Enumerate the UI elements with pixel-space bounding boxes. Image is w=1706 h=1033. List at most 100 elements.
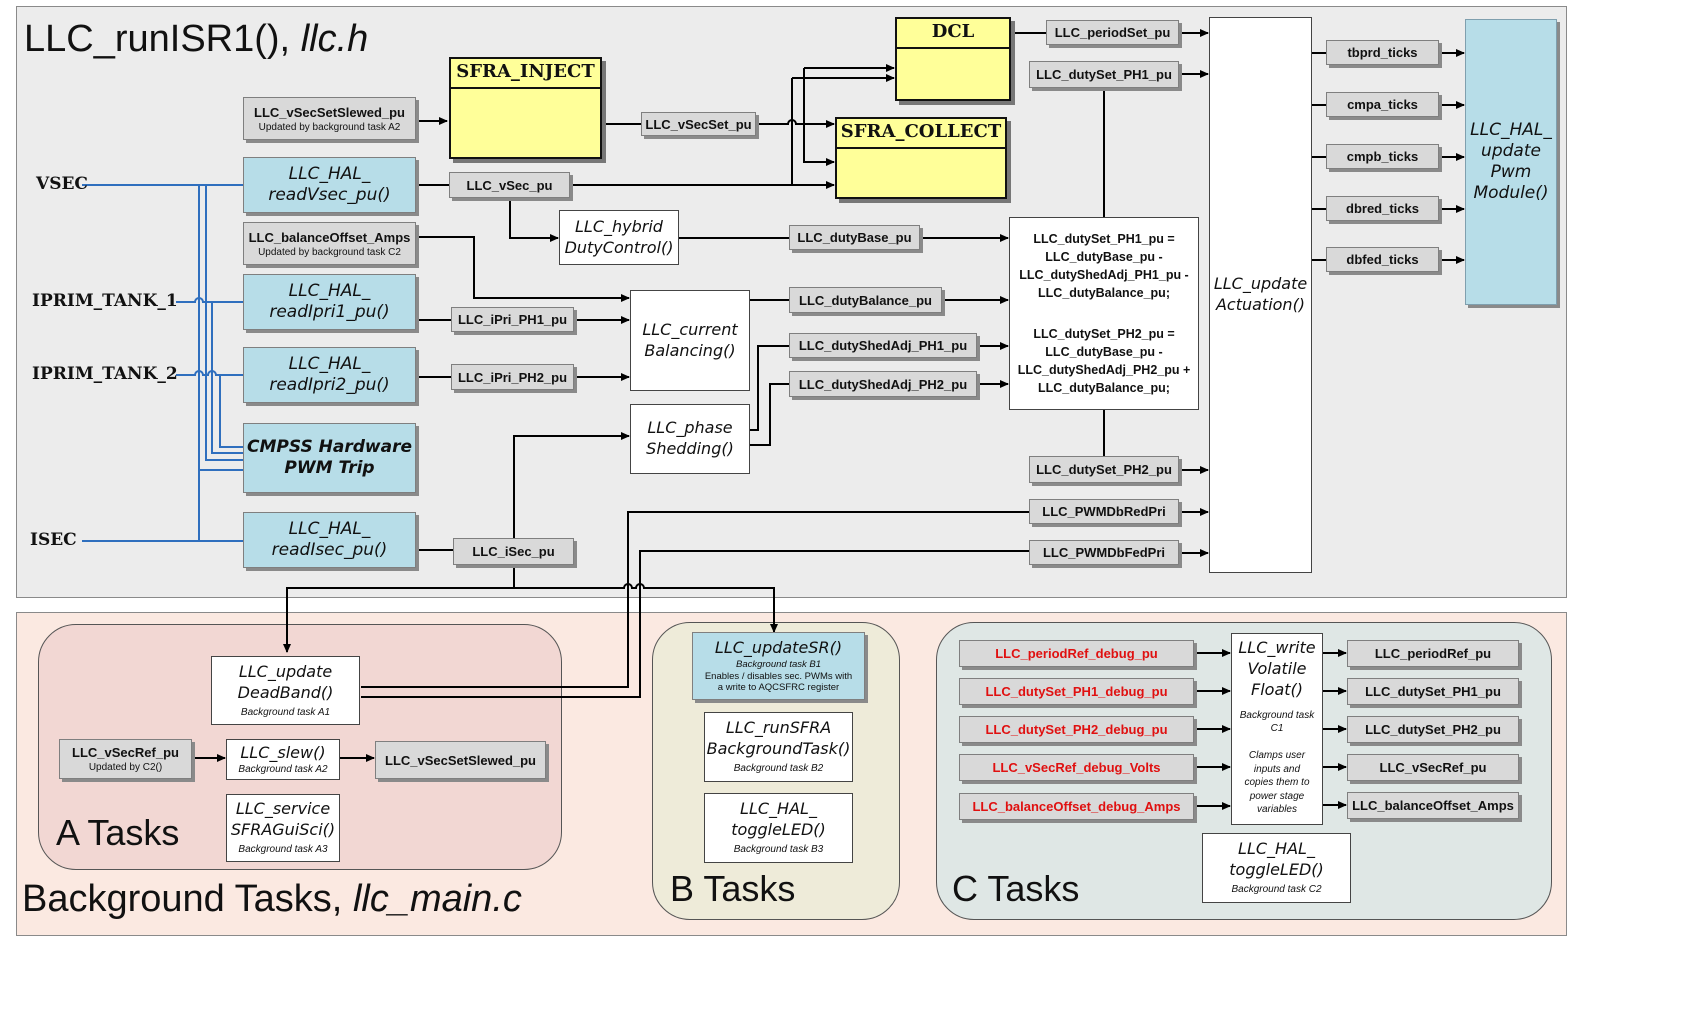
eq-ph1-group: LLC_dutySet_PH1_pu = LLC_dutyBase_pu - L…: [1019, 230, 1188, 303]
eq-ph2-line2: LLC_dutyBase_pu -: [1045, 345, 1163, 360]
duty-set-ph1-signal: LLC_dutySet_PH1_pu: [1029, 61, 1179, 88]
hal-update-pwm-module-block: LLC_HAL_ update Pwm Module(): [1465, 19, 1557, 305]
b-toggle-led-block: LLC_HAL_ toggleLED() Background task B3: [704, 793, 853, 863]
hal-readipri1-line2: readIpri1_pu(): [269, 302, 390, 322]
background-tasks-title: Background Tasks, llc_main.c: [22, 878, 522, 921]
write-volatile-desc-line3: copies them to: [1244, 777, 1310, 789]
balance-offset-signal: LLC_balanceOffset_Amps Updated by backgr…: [243, 222, 416, 265]
vsecset-slewed-label: LLC_vSecSetSlewed_pu: [254, 104, 405, 120]
signal-wires: [194, 29, 1465, 810]
hybrid-line1: LLC_hybrid: [575, 216, 663, 236]
write-volatile-note: Background task C1: [1239, 710, 1315, 734]
cmpa-ticks-signal: cmpa_ticks: [1326, 92, 1439, 117]
update-sr-note-line2: Enables / disables sec. PWMs with: [704, 670, 853, 682]
update-deadband-block: LLC_update DeadBand() Background task A1: [211, 656, 360, 725]
slew-label: LLC_slew(): [240, 742, 326, 762]
vsecset-slewed-note: Updated by background task A2: [258, 121, 401, 133]
a-vsecref-label: LLC_vSecRef_pu: [72, 745, 179, 760]
vsecset-signal: LLC_vSecSet_pu: [641, 112, 756, 136]
hal-readisec-block: LLC_HAL_ readIsec_pu(): [243, 512, 416, 568]
c-debug-input-duty-ph1: LLC_dutySet_PH1_debug_pu: [959, 678, 1194, 705]
b-toggle-led-note: Background task B3: [733, 844, 824, 856]
run-sfra-line1: LLC_runSFRA: [725, 718, 832, 738]
input-label-vsec: VSEC: [36, 174, 88, 194]
hal-readipri2-line1: LLC_HAL_: [288, 353, 371, 374]
bg-title-main: Background Tasks,: [22, 878, 343, 920]
write-volatile-line2: Volatile: [1247, 658, 1307, 678]
update-deadband-note: Background task A1: [240, 706, 331, 718]
duty-shed-ph1-signal: LLC_dutyShedAdj_PH1_pu: [789, 333, 977, 358]
duty-base-signal: LLC_dutyBase_pu: [789, 225, 920, 250]
c-debug-input-vsecref: LLC_vSecRef_debug_Volts: [959, 754, 1194, 781]
input-label-iprim-tank-2: IPRIM_TANK_2: [32, 364, 178, 384]
c-output-duty-ph1: LLC_dutySet_PH1_pu: [1347, 678, 1519, 705]
eq-ph2-group: LLC_dutySet_PH2_pu = LLC_dutyBase_pu - L…: [1018, 325, 1191, 398]
eq-ph1-line1: LLC_dutySet_PH1_pu =: [1033, 231, 1175, 246]
hal-update-pwm-line2: update: [1481, 140, 1541, 161]
b-toggle-led-line2: toggleLED(): [731, 820, 826, 840]
duty-balance-signal: LLC_dutyBalance_pu: [789, 287, 942, 313]
hal-readipri2-line2: readIpri2_pu(): [269, 375, 390, 395]
eq-ph2-line4: LLC_dutyBalance_pu;: [1038, 381, 1170, 396]
c-tasks-title: C Tasks: [952, 868, 1080, 909]
isr-title: LLC_runISR1(), llc.h: [24, 18, 368, 61]
vsec-pu-signal: LLC_vSec_pu: [449, 172, 570, 198]
isec-pu-signal: LLC_iSec_pu: [453, 538, 574, 565]
c-toggle-led-note: Background task C2: [1231, 884, 1322, 896]
isr-title-main: LLC_runISR1(),: [24, 18, 291, 60]
hybrid-line2: DutyControl(): [564, 237, 674, 257]
isr-title-file: llc.h: [300, 18, 369, 60]
hal-readipri1-line1: LLC_HAL_: [288, 280, 371, 301]
service-sfra-note: Background task A3: [238, 844, 328, 856]
write-volatile-desc-line1: Clamps user: [1248, 750, 1306, 762]
cmpss-line1: CMPSS Hardware: [247, 436, 412, 457]
b-tasks-title: B Tasks: [670, 868, 796, 909]
pwm-db-fed-signal: LLC_PWMDbFedPri: [1029, 540, 1179, 565]
bg-title-file: llc_main.c: [352, 878, 522, 920]
write-volatile-desc-line5: variables: [1256, 804, 1297, 816]
current-bal-line2: Balancing(): [644, 340, 736, 360]
update-actuation-line2: Actuation(): [1215, 295, 1306, 314]
balance-offset-label: LLC_balanceOffset_Amps: [248, 229, 411, 245]
dcl-divider: [897, 47, 1009, 49]
update-deadband-line2: DeadBand(): [237, 682, 334, 702]
hal-update-pwm-line1: LLC_HAL_: [1470, 119, 1552, 140]
dbred-ticks-signal: dbred_ticks: [1326, 196, 1439, 221]
update-deadband-line1: LLC_update: [238, 661, 333, 681]
dcl-block: DCL: [895, 17, 1011, 101]
duty-set-ph2-signal: LLC_dutySet_PH2_pu: [1029, 456, 1179, 483]
update-actuation-line1: LLC_update: [1213, 274, 1308, 294]
phase-shed-line1: LLC_phase: [647, 418, 733, 438]
phase-shedding-block: LLC_phase Shedding(): [630, 404, 750, 474]
period-set-signal: LLC_periodSet_pu: [1046, 20, 1179, 45]
service-sfra-gui-sci-block: LLC_service SFRAGuiSci() Background task…: [226, 794, 340, 862]
c-toggle-led-line2: toggleLED(): [1229, 860, 1324, 880]
vsecset-slewed-signal: LLC_vSecSetSlewed_pu Updated by backgrou…: [243, 97, 416, 140]
ipri-ph1-signal: LLC_iPri_PH1_pu: [451, 307, 574, 332]
write-volatile-desc-line2: inputs and: [1253, 763, 1301, 775]
hal-readvsec-line2: readVsec_pu(): [268, 185, 391, 205]
eq-ph1-line4: LLC_dutyBalance_pu;: [1038, 285, 1170, 300]
c-output-balance-offset: LLC_balanceOffset_Amps: [1347, 792, 1519, 819]
duty-shed-ph2-signal: LLC_dutyShedAdj_PH2_pu: [789, 371, 977, 397]
eq-ph2-line1: LLC_dutySet_PH2_pu =: [1033, 327, 1175, 341]
write-volatile-desc-line4: power stage: [1249, 790, 1305, 802]
hal-update-pwm-line4: Module(): [1473, 183, 1549, 204]
tbprd-ticks-signal: tbprd_ticks: [1326, 40, 1439, 65]
slew-note: Background task A2: [238, 763, 328, 775]
sfra-collect-block: SFRA_COLLECT: [835, 117, 1007, 199]
hal-readisec-line1: LLC_HAL_: [288, 518, 371, 539]
write-volatile-float-block: LLC_write Volatile Float() Background ta…: [1231, 633, 1323, 825]
eq-ph1-line2: LLC_dutyBase_pu -: [1045, 249, 1163, 264]
sfra-collect-divider: [837, 147, 1005, 149]
hal-readvsec-line1: LLC_HAL_: [288, 163, 371, 184]
a-vsecref-note: Updated by C2(): [88, 762, 163, 773]
update-sr-note-line1: Background task B1: [735, 658, 822, 670]
hal-readipri2-block: LLC_HAL_ readIpri2_pu(): [243, 347, 416, 403]
balance-offset-note: Updated by background task C2: [258, 246, 401, 258]
a-tasks-title: A Tasks: [56, 812, 180, 853]
write-volatile-line3: Float(): [1251, 679, 1303, 699]
hal-update-pwm-line3: Pwm: [1490, 162, 1532, 182]
sfra-inject-block: SFRA_INJECT: [449, 57, 602, 159]
hal-readisec-line2: readIsec_pu(): [271, 540, 388, 560]
